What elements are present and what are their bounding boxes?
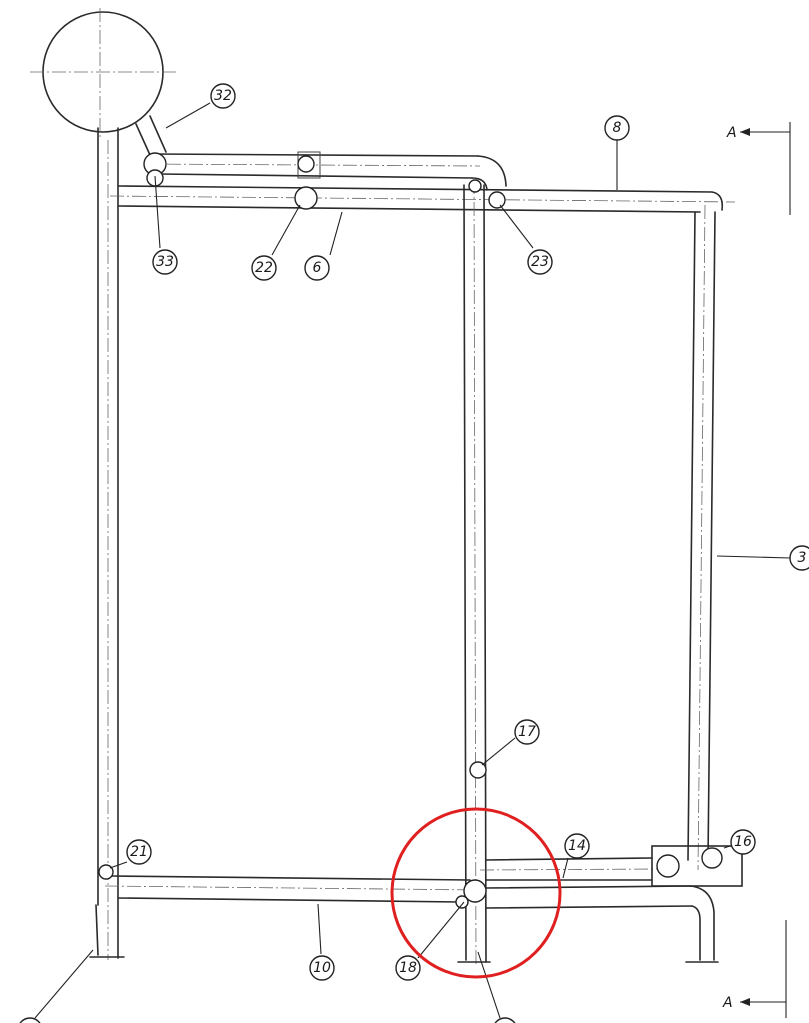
svg-text:10: 10 [313, 960, 331, 976]
balloon-partial-bottom-left [19, 1017, 41, 1023]
upper-horizontal-pipe [144, 151, 507, 191]
joint-16 [701, 847, 723, 869]
pipe-6-8-horizontal [109, 185, 736, 213]
svg-text:14: 14 [568, 838, 586, 854]
section-label-bottom: A [722, 995, 733, 1011]
leader-lines [34, 102, 791, 1019]
joint-22 [294, 186, 318, 210]
svg-text:6: 6 [313, 260, 322, 276]
balloon-21: 21 [126, 839, 152, 865]
svg-text:8: 8 [613, 120, 622, 136]
balloon-3: 3 [789, 545, 809, 571]
balloon-33: 33 [152, 249, 178, 275]
joint-23 [488, 191, 506, 209]
joint-21 [98, 864, 114, 880]
svg-text:33: 33 [156, 254, 174, 270]
balloon-8: 8 [604, 115, 630, 141]
balloon-22: 22 [251, 255, 277, 281]
joints [98, 152, 723, 909]
balloon-10: 10 [309, 955, 335, 981]
svg-text:3: 3 [798, 550, 807, 566]
svg-text:21: 21 [130, 844, 148, 860]
middle-vertical-pipe [457, 179, 491, 966]
pipe-3-vertical [687, 204, 716, 871]
svg-text:22: 22 [255, 260, 273, 276]
svg-text:16: 16 [734, 834, 752, 850]
pipe-32-elbow [135, 115, 167, 156]
left-vertical-pipe [89, 127, 125, 960]
vessel-circle [30, 8, 178, 140]
svg-text:17: 17 [518, 724, 536, 740]
pipe-10-horizontal [104, 875, 481, 903]
section-marker-bottom: A [722, 920, 787, 1018]
highlight-circle [390, 807, 562, 979]
balloon-23: 23 [527, 249, 553, 275]
svg-text:23: 23 [531, 254, 549, 270]
balloon-18: 18 [395, 955, 421, 981]
section-marker-top: A [726, 122, 791, 215]
svg-text:18: 18 [399, 960, 417, 976]
balloon-14: 14 [564, 833, 590, 859]
joint-18 [463, 879, 487, 903]
balloon-partial-bottom-center [494, 1017, 516, 1023]
pipe-14-horizontal [479, 857, 719, 963]
balloon-32: 32 [210, 83, 236, 109]
box-fitting-16 [651, 845, 743, 887]
balloon-6: 6 [304, 255, 330, 281]
svg-text:32: 32 [214, 88, 232, 104]
joint-17 [469, 761, 487, 779]
balloon-17: 17 [514, 719, 540, 745]
section-label-top: A [726, 125, 737, 141]
balloon-16: 16 [730, 829, 756, 855]
